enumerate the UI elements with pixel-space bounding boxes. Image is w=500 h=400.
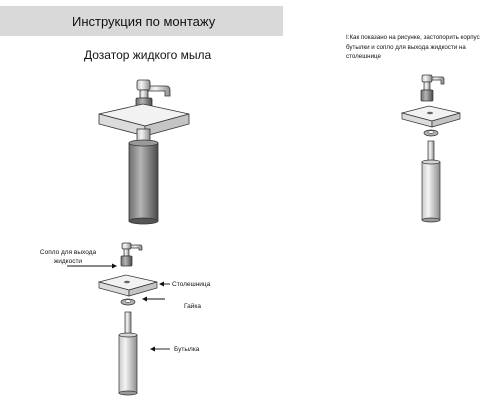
nut-arrow (142, 296, 165, 302)
bottle-part (118, 311, 138, 396)
nut-part (120, 298, 136, 306)
semi-exploded-view (400, 74, 461, 223)
page-title: Инструкция по монтажу (72, 14, 216, 29)
bottle-body (128, 139, 159, 225)
nozzle-part (120, 242, 143, 267)
nut-label: Гайка (184, 303, 202, 310)
nozzle-label: Сопло для выхода жидкости (39, 249, 97, 265)
assembled-dispenser-main (98, 79, 190, 225)
bottle-right (421, 140, 441, 223)
countertop-label: Столешница (172, 281, 211, 288)
nut-right (423, 129, 439, 137)
countertop-part (97, 274, 158, 297)
pump-head-right (420, 74, 445, 102)
instruction-note: I:Как показано на рисунке, застопорить к… (346, 34, 480, 60)
countertop-right (400, 105, 461, 128)
bottle-arrow (150, 346, 170, 352)
product-subtitle: Дозатор жидкого мыла (84, 48, 212, 62)
header-band (0, 6, 283, 36)
exploded-view (67, 242, 170, 396)
nozzle-arrow (67, 263, 117, 269)
bottle-label: Бутылка (174, 346, 200, 353)
countertop-arrow (159, 281, 170, 287)
